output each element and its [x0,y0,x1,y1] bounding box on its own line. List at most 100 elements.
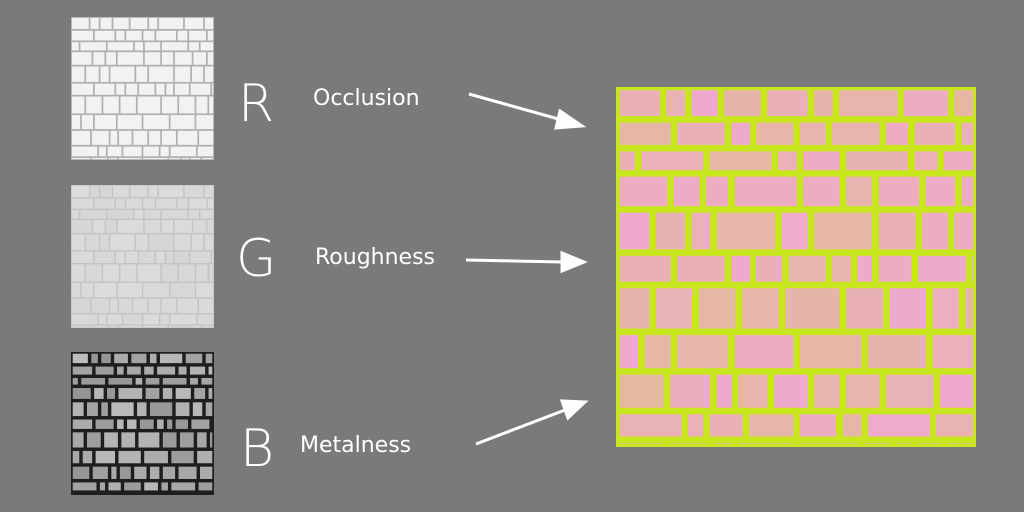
packed-brick [831,122,880,145]
packed-brick [669,443,707,444]
packed-brick [669,374,710,408]
packed-brick [673,176,700,207]
roughness-brick [71,210,79,219]
roughness-brick [120,264,137,282]
roughness-brick [71,282,81,298]
roughness-brick [148,234,174,251]
packed-brick [619,288,649,329]
roughness-brick [204,234,214,251]
occlusion-brick [200,42,214,51]
metalness-brick [167,419,173,429]
packed-brick [954,212,973,250]
occlusion-brick [196,96,208,114]
metalness-brick [117,419,124,429]
occlusion-brick [133,130,148,145]
roughness-label: Roughness [315,245,436,270]
occlusion-brick [71,115,81,130]
packed-brick [943,151,973,171]
packed-brick [619,122,671,145]
metalness-brick [144,482,158,491]
packed-brick [932,288,959,329]
roughness-brick [71,251,94,263]
packed-brick [766,90,808,117]
roughness-brick [107,314,122,325]
occlusion-brick [184,17,204,30]
metalness-brick [178,466,197,479]
packed-brick [896,443,912,444]
packed-brick [784,288,840,329]
packed-brick [864,443,890,444]
roughness-brick [116,198,125,209]
occlusion-brick [207,30,214,41]
roughness-brick [196,264,208,282]
roughness-brick [71,220,92,233]
roughness-brick [71,234,85,251]
packed-brick [619,414,682,437]
metalness-brick [104,432,118,448]
packed-brick [799,335,862,369]
occlusion-brick [71,52,92,65]
packed-brick [961,176,973,207]
occlusion-brick [117,115,142,130]
roughness-brick [170,282,195,298]
roughness-brick [143,198,155,209]
roughness-brick [110,234,135,251]
packed-brick [878,212,916,250]
occlusion-brick [143,115,169,130]
metalness-brick [108,482,121,491]
packed-brick [842,414,862,437]
roughness-brick [94,282,117,298]
metalness-brick [205,402,213,417]
occlusion-brick [170,146,196,157]
roughness-brick [117,282,142,298]
occlusion-brick [91,157,108,160]
roughness-brick [193,220,207,233]
metalness-brick [208,388,213,399]
packed-brick [676,255,725,282]
metalness-brick [157,419,164,429]
occlusion-brick [100,17,112,30]
packed-brick [802,151,840,171]
packed-brick [756,255,782,282]
metalness-brick [139,419,154,429]
roughness-brick [134,210,144,219]
packed-brick [846,151,908,171]
roughness-brick [143,325,168,328]
occlusion-brick [109,157,118,160]
roughness-brick [200,210,214,219]
packed-brick [878,255,912,282]
occlusion-brick [126,30,142,41]
packed-brick [741,288,779,329]
channel-letter-g: G [236,229,277,289]
occlusion-brick [113,17,129,30]
metalness-brick [107,388,116,399]
packed-brick [889,288,926,329]
packed-brick [813,90,833,117]
metalness-brick [144,450,168,464]
occlusion-brick [204,66,214,82]
packed-brick [655,212,685,250]
metalness-brick [199,466,213,479]
occlusion-brick [149,66,174,82]
metalness-brick [198,482,213,491]
packed-brick [903,90,948,117]
occlusion-brick [143,146,159,157]
occlusion-brick [174,83,189,95]
packed-brick [936,414,973,437]
occlusion-brick [110,130,118,145]
metalness-brick [208,366,213,375]
roughness-brick [207,198,214,209]
occlusion-brick [100,66,109,82]
packed-brick [788,255,826,282]
metalness-texture-thumbnail [71,352,214,495]
metalness-brick [72,432,84,448]
roughness-brick [91,298,109,313]
roughness-brick [117,220,144,233]
packed-brick [640,151,703,171]
occlusion-brick [71,157,91,160]
metalness-brick [185,353,203,364]
occlusion-brick [137,96,161,114]
metalness-brick [178,366,187,375]
packed-brick [730,255,750,282]
